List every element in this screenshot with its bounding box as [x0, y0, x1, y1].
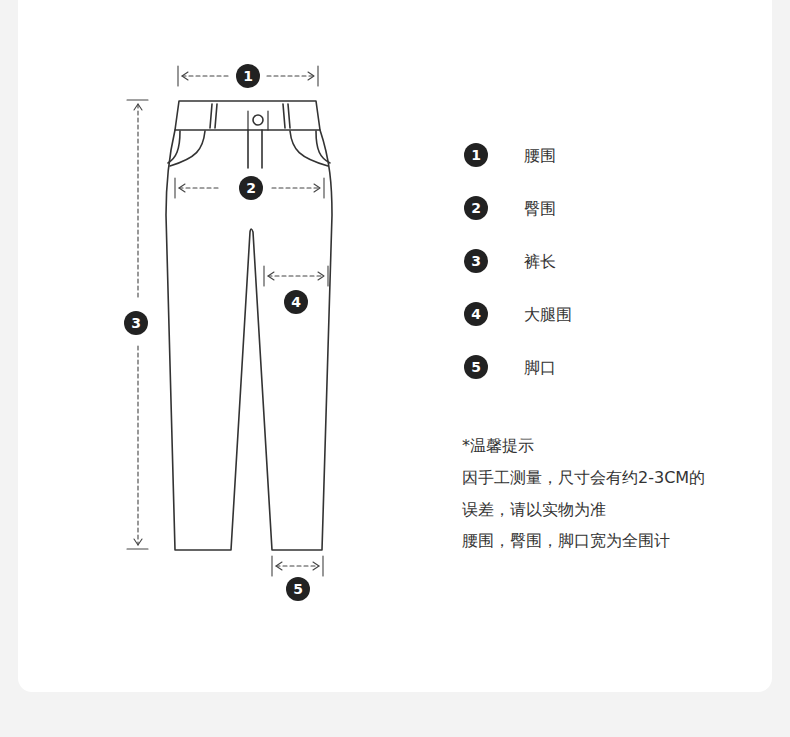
callout-number: 4 [284, 290, 308, 314]
legend-text: 脚口 [524, 358, 556, 378]
legend-text: 大腿围 [524, 305, 572, 325]
card-background [18, 0, 772, 692]
note-text: 因手工测量，尺寸会有约2-3CM的 [462, 468, 705, 488]
callout-number: 3 [464, 249, 488, 273]
note-text: 误差，请以实物为准 [462, 500, 606, 520]
legend-text: 腰围 [524, 146, 556, 166]
note-text: *温馨提示 [462, 436, 534, 456]
callout-number: 2 [464, 196, 488, 220]
callout-number: 1 [464, 143, 488, 167]
callout-number: 5 [464, 355, 488, 379]
callout-number: 3 [124, 311, 148, 335]
legend-text: 裤长 [524, 252, 556, 272]
callout-number: 4 [464, 302, 488, 326]
note-text: 腰围，臀围，脚口宽为全围计 [462, 531, 670, 551]
callout-number: 2 [239, 176, 263, 200]
legend-text: 臀围 [524, 199, 556, 219]
callout-number: 1 [236, 64, 260, 88]
callout-number: 5 [286, 577, 310, 601]
